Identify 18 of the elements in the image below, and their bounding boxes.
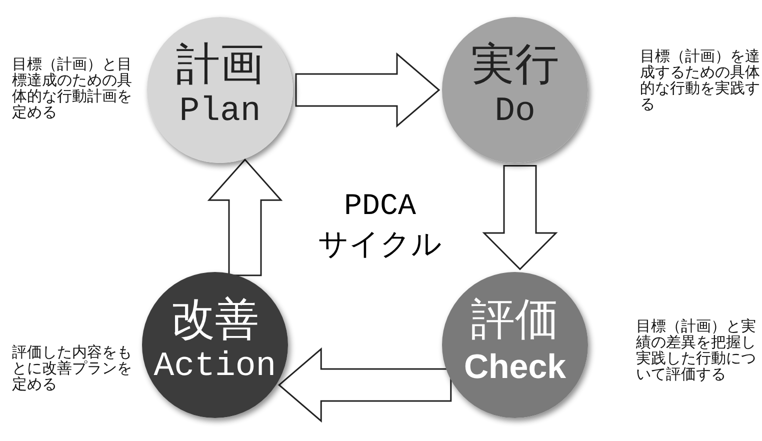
description: 目標（計画）と目標達成のための具体的な行動計画を定める [12, 56, 133, 120]
description: 目標（計画）と実績の差異を把握し実践した行動について評価する [636, 318, 757, 382]
kanji-title: 計画 [175, 41, 265, 89]
english-title: Action [152, 348, 278, 386]
english-title: Plan [178, 93, 262, 131]
block-arrow [482, 165, 558, 270]
block-arrow [278, 347, 452, 423]
description: 目標（計画）を達成するための具体的な行動を実践する [640, 48, 761, 112]
center-title: サイクル [317, 228, 443, 262]
english-title: Do [494, 93, 536, 131]
kanji-title: 改善 [170, 296, 260, 344]
center-title: PDCA [342, 190, 417, 224]
english-title: Check [462, 348, 568, 386]
kanji-title: 実行 [470, 41, 560, 89]
block-arrow [295, 52, 440, 128]
description: 評価した内容をもとに改善プランを定める [12, 344, 133, 392]
block-arrow [207, 158, 283, 276]
kanji-title: 評価 [470, 296, 560, 344]
